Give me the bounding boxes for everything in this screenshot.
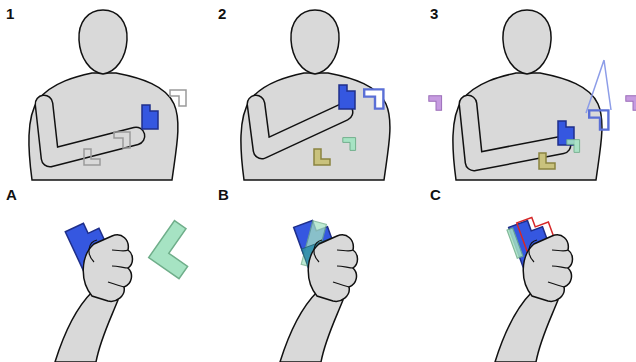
panel-label: A (6, 186, 17, 204)
panel-label: 2 (218, 5, 226, 23)
outline-piece (84, 149, 100, 165)
arm (468, 104, 562, 162)
olive-piece (539, 153, 555, 169)
panel-label: 3 (430, 5, 438, 23)
panel-label: C (430, 186, 441, 204)
outline-piece (170, 90, 186, 106)
target-outline (589, 110, 608, 129)
projection-lines (586, 60, 611, 113)
arm-outline (256, 104, 344, 150)
hand (55, 235, 133, 362)
person (29, 10, 178, 180)
green-piece (567, 140, 580, 153)
target-outline (364, 89, 383, 108)
panel-label: B (218, 186, 229, 204)
person (453, 10, 602, 180)
arm (256, 104, 344, 150)
held-block (142, 105, 158, 129)
purple-piece (626, 96, 636, 110)
purple-piece (429, 96, 442, 110)
outline-piece (114, 132, 130, 148)
panel-label: 1 (6, 5, 14, 23)
arm-outline (468, 104, 562, 162)
olive-piece (314, 149, 330, 165)
green-piece (149, 221, 205, 279)
hand (495, 235, 573, 362)
held-block (339, 85, 355, 109)
green-piece (343, 138, 356, 151)
green-l-shape (149, 221, 205, 279)
arm-outline (44, 104, 136, 158)
person (241, 10, 390, 180)
arm (44, 104, 136, 158)
hand (280, 235, 358, 362)
